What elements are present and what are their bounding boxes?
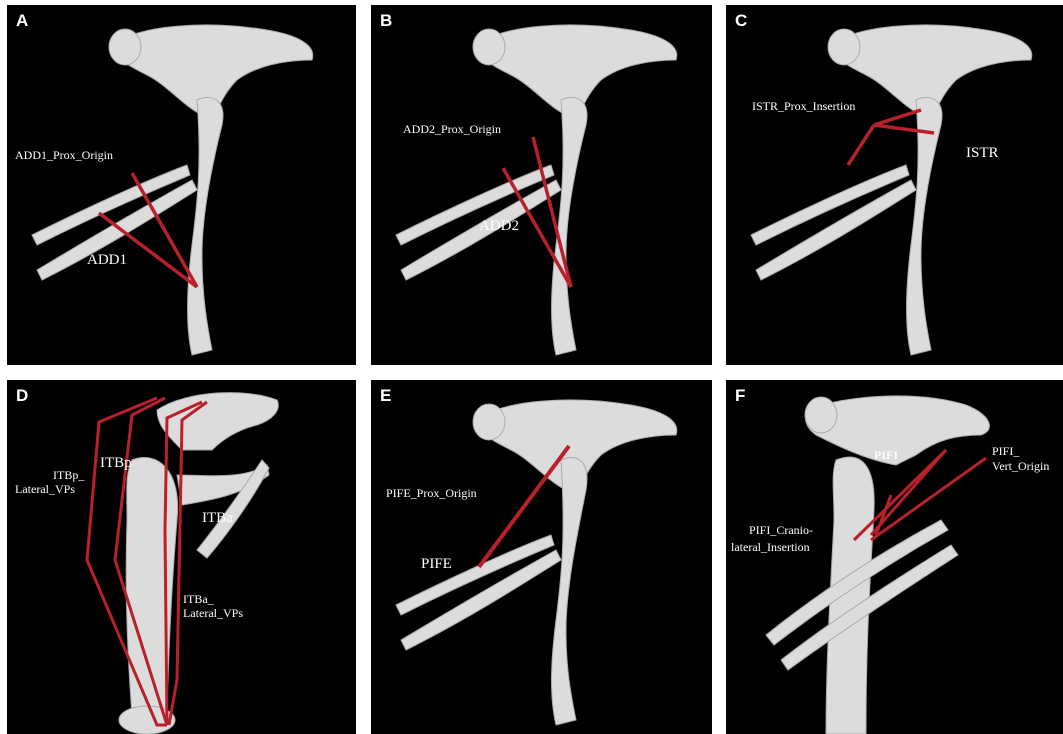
pifi-vert-origin-label-line1: PIFI_ [992, 444, 1019, 458]
istr-label: ISTR [966, 145, 999, 162]
istr-line-1 [848, 125, 874, 165]
pife-prox-origin-label: PIFE_Prox_Origin [386, 486, 477, 500]
itba-lateral-vps-label-line1: ITBa_ [183, 592, 214, 606]
panel-label: C [735, 11, 747, 31]
panel-label: B [380, 11, 392, 31]
panel-d: D ITBp_ Lateral_VPs ITBp ITBa ITBa_ Late… [7, 380, 356, 734]
istr-line-2 [874, 110, 921, 125]
itbp-lateral-vps-label-line1: ITBp_ [53, 468, 84, 482]
add2-prox-origin-label: ADD2_Prox_Origin [403, 122, 501, 136]
acetabulum [805, 397, 837, 433]
pifi-craniolateral-insertion-label-line2: lateral_Insertion [731, 540, 810, 554]
panel-e: E PIFE_Prox_Origin PIFE [371, 380, 712, 734]
itbp-lateral-vps-label-line2: Lateral_VPs [15, 482, 75, 496]
pifi-label: PIFI [874, 448, 898, 462]
acetabulum [828, 29, 860, 65]
pife-label: PIFE [421, 556, 452, 573]
panel-c: C ISTR_Prox_Insertion ISTR [726, 5, 1063, 365]
itba-lateral-vps-label-line2: Lateral_VPs [183, 606, 243, 620]
panel-b: B ADD2_Prox_Origin ADD2 [371, 5, 712, 365]
panel-c-diagram [726, 5, 1063, 365]
panel-d-diagram [7, 380, 356, 734]
acetabulum [473, 404, 505, 440]
add2-label: ADD2 [479, 218, 519, 235]
add1-prox-origin-label: ADD1_Prox_Origin [15, 148, 113, 162]
itbp-label: ITBp [100, 455, 132, 472]
panel-label: A [16, 11, 28, 31]
panel-label: D [16, 386, 28, 406]
panel-label: F [735, 386, 745, 406]
pelvis-bone [157, 393, 278, 450]
pifi-craniolateral-insertion-label-line1: PIFI_Cranio- [749, 523, 813, 537]
panel-f: F PIFI PIFI_ Vert_Origin PIFI_Cranio- la… [726, 380, 1063, 734]
add1-line-2 [99, 213, 197, 287]
panel-a-diagram [7, 5, 356, 365]
femur-bone [187, 97, 223, 355]
femur-bone [551, 458, 587, 725]
acetabulum [473, 29, 505, 65]
istr-prox-insertion-label: ISTR_Prox_Insertion [752, 99, 855, 113]
panel-f-diagram [726, 380, 1063, 734]
femur-bone [906, 97, 942, 355]
panel-b-diagram [371, 5, 712, 365]
acetabulum [109, 29, 141, 65]
add1-label: ADD1 [87, 252, 127, 269]
itba-label: ITBa [202, 510, 233, 527]
panel-a: A ADD1_Prox_Origin ADD1 [7, 5, 356, 365]
pifi-vert-origin-label-line2: Vert_Origin [992, 459, 1049, 473]
panel-label: E [380, 386, 391, 406]
